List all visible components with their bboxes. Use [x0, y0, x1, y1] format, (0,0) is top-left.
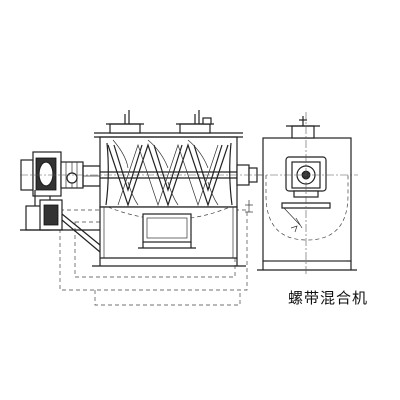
figure-caption: 螺带混合机	[288, 289, 369, 307]
ribbon-blades	[105, 139, 233, 207]
front-view	[20, 110, 262, 306]
mixer-trough	[92, 132, 246, 267]
motor-assembly	[20, 151, 101, 197]
side-view	[256, 112, 358, 275]
dimension-marks	[245, 200, 253, 213]
discharge-valve	[138, 213, 196, 249]
inlet-ports	[106, 110, 214, 134]
drive-base	[20, 190, 101, 253]
